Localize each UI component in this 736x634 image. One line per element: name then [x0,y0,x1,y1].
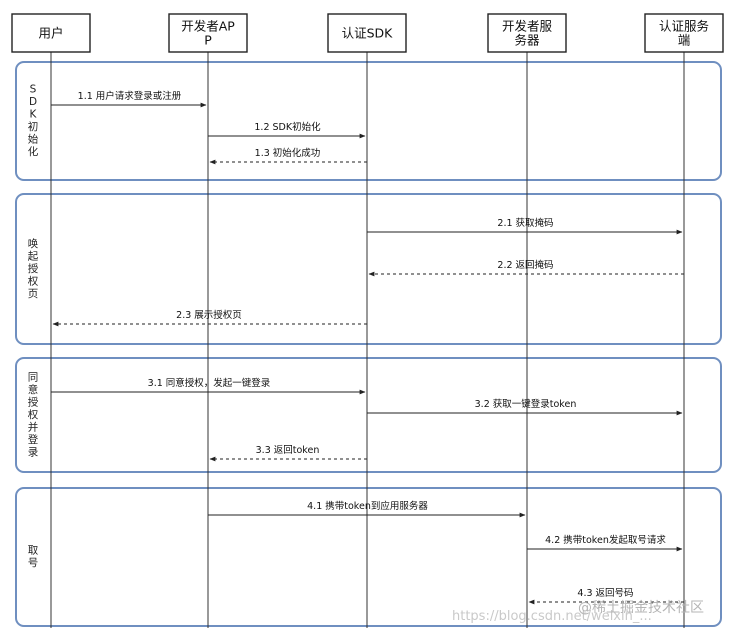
message-m2-3: 2.3 展示授权页 [52,309,367,327]
actor-label: 认证SDK [342,26,394,41]
message-label: 2.2 返回掩码 [497,259,553,271]
message-m2-2: 2.2 返回掩码 [368,259,684,277]
message-label: 3.1 同意授权，发起一键登录 [148,377,271,389]
message-m3-1: 3.1 同意授权，发起一键登录 [51,377,366,395]
community-watermark: @稀土掘金技术社区 [578,600,704,616]
message-label: 1.2 SDK初始化 [254,121,321,133]
phase-get-number: 取号 [15,487,722,627]
actor-box [644,13,724,53]
phase-box [15,357,722,473]
actor-user: 用户 [11,13,91,53]
message-m4-1: 4.1 携带token到应用服务器 [208,500,526,518]
phase-label: 取号 [28,545,39,570]
phase-box [15,487,722,627]
phase-box [15,61,722,181]
actor-sdk: 认证SDK [327,13,407,53]
phase-label: 同意授权并登录 [28,371,39,458]
message-label: 1.1 用户请求登录或注册 [78,90,182,102]
actor-box [11,13,91,53]
message-label: 2.3 展示授权页 [176,309,242,321]
message-label: 3.3 返回token [256,444,320,456]
actor-box [487,13,567,53]
message-label: 4.3 返回号码 [577,587,633,599]
message-label: 4.1 携带token到应用服务器 [307,500,428,512]
actor-label: 开发者服 [502,19,553,34]
message-label: 2.1 获取掩码 [497,217,553,229]
actor-label: 务器 [514,33,540,48]
message-m3-3: 3.3 返回token [209,444,367,462]
url-watermark: https://blog.csdn.net/weixin_... [452,609,652,624]
actor-label: 端 [678,33,691,48]
message-label: 4.2 携带token发起取号请求 [545,534,666,546]
message-label: 1.3 初始化成功 [255,147,321,159]
message-m4-3: 4.3 返回号码 [528,587,684,605]
message-m4-2: 4.2 携带token发起取号请求 [527,534,683,552]
phase-agree-login: 同意授权并登录 [15,357,722,473]
actor-label: 开发者AP [181,19,235,34]
message-m2-1: 2.1 获取掩码 [367,217,683,235]
message-m1-3: 1.3 初始化成功 [209,147,367,165]
message-m1-1: 1.1 用户请求登录或注册 [51,90,207,108]
actor-box [327,13,407,53]
actor-label: 用户 [38,26,63,41]
message-label: 3.2 获取一键登录token [475,398,577,410]
phase-auth-page: 唤起授权页 [15,193,722,345]
actor-label: 认证服务 [659,19,709,34]
actor-label: P [204,33,212,48]
phase-label: 唤起授权页 [28,237,39,300]
phase-box [15,193,722,345]
message-m3-2: 3.2 获取一键登录token [367,398,683,416]
actor-box [168,13,248,53]
message-m1-2: 1.2 SDK初始化 [208,121,366,139]
